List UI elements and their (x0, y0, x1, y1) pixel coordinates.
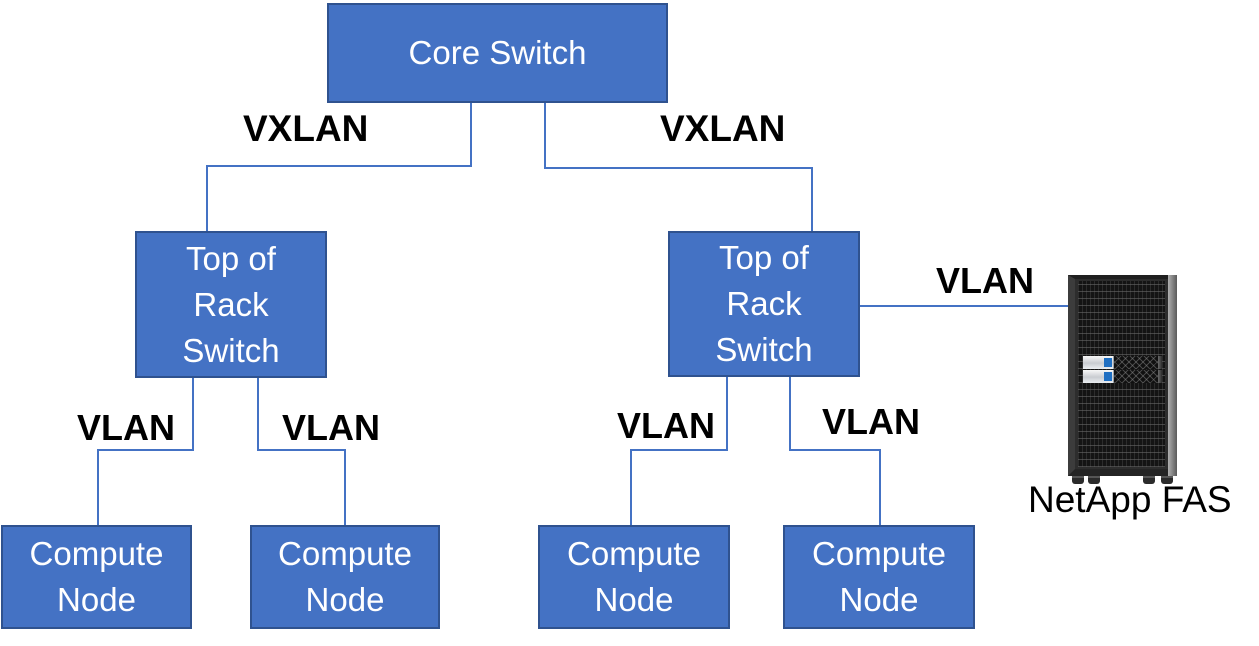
label-vlan-compute-3: VLAN (617, 405, 715, 446)
rack-foot (1088, 476, 1100, 484)
label-vlan-compute-2: VLAN (282, 407, 380, 448)
label-vxlan-left: VXLAN (243, 108, 369, 149)
connector-core-to-tor-right-run (544, 167, 813, 169)
controller-grill (1114, 370, 1158, 383)
storage-controller-1 (1083, 356, 1162, 369)
label-vlan-storage: VLAN (936, 260, 1034, 301)
node-compute-1: Compute Node (1, 525, 192, 629)
connector-tor-right-node4-down (879, 449, 881, 525)
connector-core-to-tor-left-drop (470, 102, 472, 167)
controller-faceplate (1083, 356, 1114, 369)
controller-end-cap (1158, 370, 1162, 383)
label-vxlan-right: VXLAN (660, 108, 786, 149)
connector-core-to-tor-right-down (811, 167, 813, 231)
node-compute-3: Compute Node (538, 525, 730, 629)
controller-grill (1114, 356, 1158, 369)
node-compute-4: Compute Node (783, 525, 975, 629)
netapp-fas-caption: NetApp FAS (1028, 479, 1232, 520)
node-tor-switch-right: Top of Rack Switch (668, 231, 860, 377)
rack-foot (1072, 476, 1084, 484)
connector-tor-left-node1-down (97, 449, 99, 525)
connector-tor-left-node1-run (97, 449, 194, 451)
node-core-switch: Core Switch (327, 3, 668, 103)
netapp-logo-icon (1104, 372, 1112, 381)
connector-tor-right-node3-run (630, 449, 728, 451)
rack-storage-shelves (1083, 356, 1162, 384)
rack-foot (1143, 476, 1155, 484)
storage-controller-2 (1083, 370, 1162, 383)
connector-core-to-tor-left-run (206, 165, 472, 167)
label-vlan-compute-4: VLAN (822, 401, 920, 442)
controller-faceplate (1083, 370, 1114, 383)
rack-right-rail (1168, 275, 1177, 476)
connector-tor-right-node4-run (789, 449, 881, 451)
connector-tor-right-storage (860, 305, 1068, 307)
connector-tor-right-node3-drop (726, 377, 728, 451)
rack-foot (1161, 476, 1173, 484)
label-vlan-compute-1: VLAN (77, 407, 175, 448)
node-tor-switch-left: Top of Rack Switch (135, 231, 327, 378)
connector-tor-right-node4-drop (789, 377, 791, 451)
connector-core-to-tor-left-down (206, 165, 208, 231)
netapp-fas-rack-image (1068, 275, 1177, 476)
connector-tor-left-node2-drop (257, 377, 259, 451)
connector-tor-left-node1-drop (192, 377, 194, 451)
controller-end-cap (1158, 356, 1162, 369)
netapp-logo-icon (1104, 358, 1112, 367)
connector-tor-right-node3-down (630, 449, 632, 525)
connector-tor-left-node2-down (344, 449, 346, 525)
node-compute-2: Compute Node (250, 525, 440, 629)
connector-core-to-tor-right-drop (544, 102, 546, 169)
connector-tor-left-node2-run (257, 449, 346, 451)
